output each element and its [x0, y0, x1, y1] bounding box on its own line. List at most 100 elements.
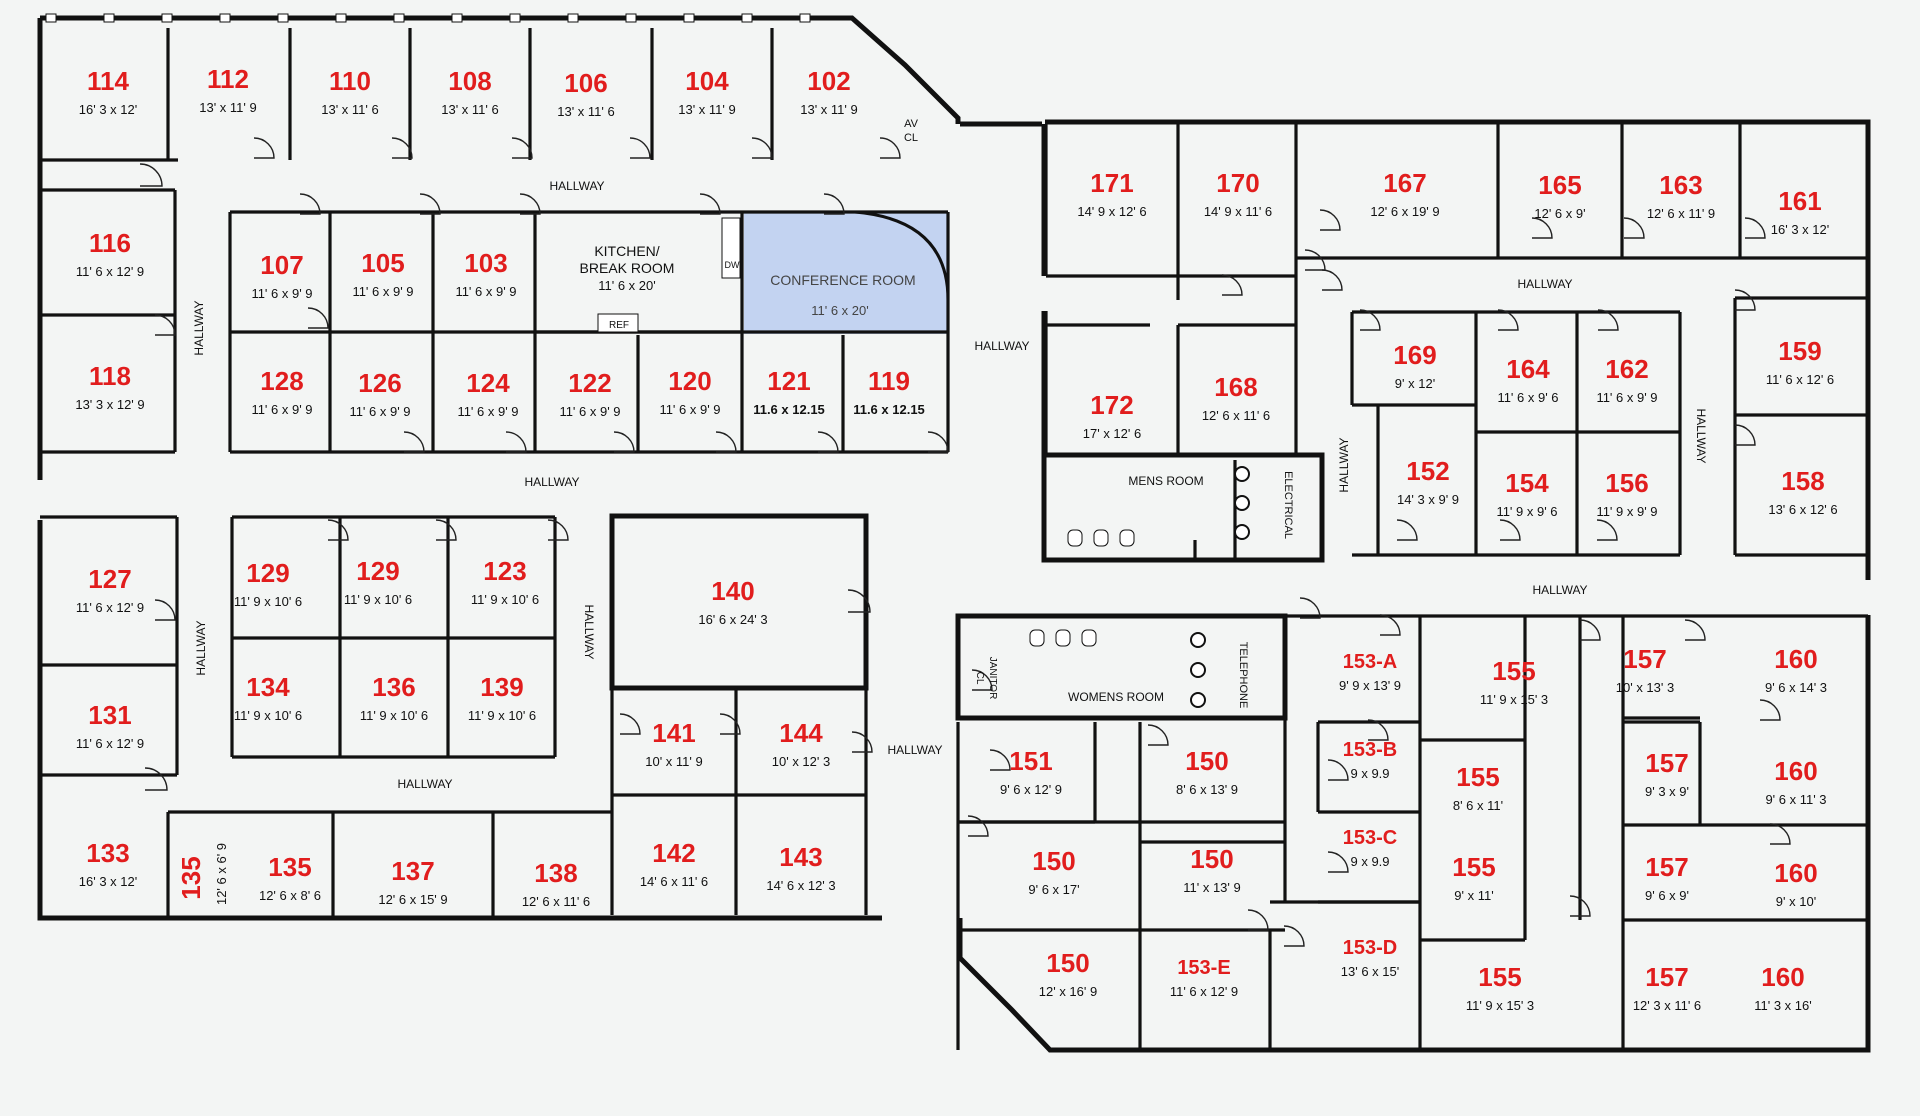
door-swing	[1299, 597, 1321, 619]
room-dimensions: 9' 6 x 17'	[1028, 882, 1079, 897]
room-dimensions: 11.6 x 12.15	[853, 402, 925, 417]
room-dimensions: 12' 6 x 11' 6	[522, 894, 590, 909]
room-153-C[interactable]: 153-C9 x 9.9	[1343, 827, 1397, 869]
door-swing	[403, 431, 425, 453]
room-153-A[interactable]: 153-A9' 9 x 13' 9	[1339, 651, 1401, 693]
room-number: 104	[685, 66, 729, 96]
room-number: 120	[668, 366, 711, 396]
room-dimensions: 9' 3 x 9'	[1645, 784, 1689, 799]
door-swing	[519, 193, 541, 215]
room-153-B[interactable]: 153-B9 x 9.9	[1343, 739, 1397, 781]
room-number: 126	[358, 368, 401, 398]
door-swing	[1734, 424, 1756, 446]
door-swing	[1396, 519, 1418, 541]
door-swing	[1684, 619, 1706, 641]
room-153-D[interactable]: 153-D13' 6 x 15'	[1341, 937, 1399, 979]
room-dimensions: 11' 6 x 9' 9	[455, 284, 516, 299]
door-swing	[299, 193, 321, 215]
room-153-E[interactable]: 153-E11' 6 x 12' 9	[1170, 957, 1238, 999]
room-number: 160	[1761, 962, 1804, 992]
hallway-label-center-vertical: HALLWAY	[582, 604, 596, 659]
hallway-label-south: HALLWAY	[887, 743, 942, 757]
door-swing	[511, 137, 533, 159]
conference-room-highlight[interactable]	[744, 212, 948, 334]
room-number: 114	[87, 66, 129, 96]
door-swing	[613, 431, 635, 453]
mens-room-label: MENS ROOM	[1128, 474, 1203, 488]
room-dimensions: 11' 6 x 9' 6	[1497, 390, 1558, 405]
room-number: 121	[767, 366, 810, 396]
